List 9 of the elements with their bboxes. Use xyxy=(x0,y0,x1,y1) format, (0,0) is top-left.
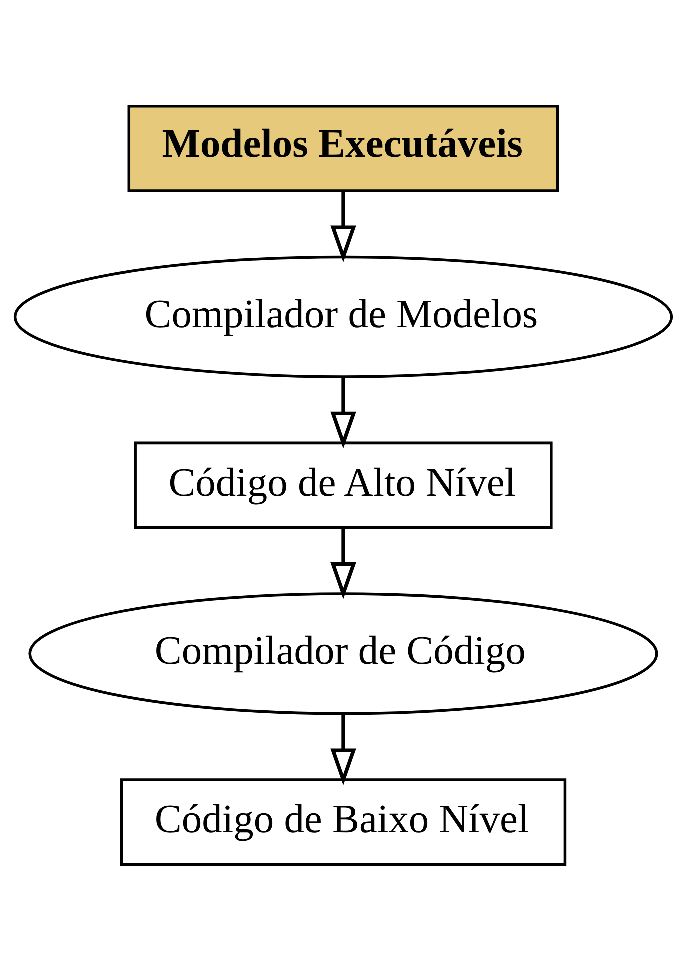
arrow xyxy=(330,528,356,599)
arrow xyxy=(330,713,356,786)
node-box: Modelos Executáveis xyxy=(128,104,560,192)
node-box: Código de Alto Nível xyxy=(134,441,553,529)
node-ellipse: Compilador de Modelos xyxy=(14,255,674,378)
arrow xyxy=(330,190,356,262)
node-box: Código de Baixo Nível xyxy=(120,778,567,866)
arrow xyxy=(330,376,356,448)
node-ellipse: Compilador de Código xyxy=(28,592,658,715)
